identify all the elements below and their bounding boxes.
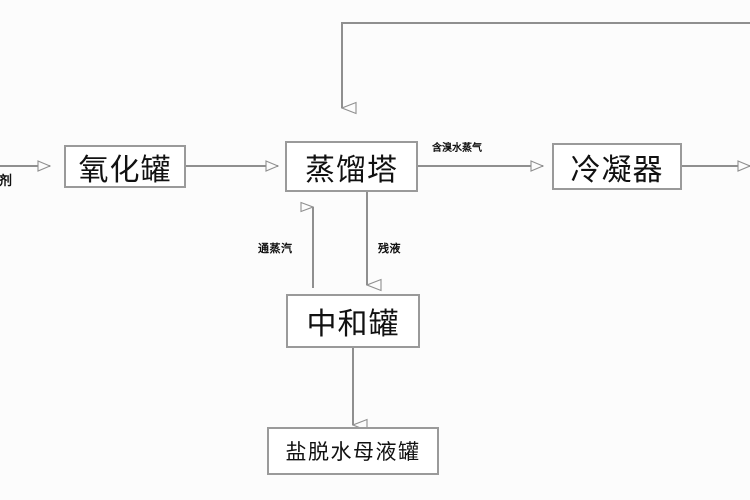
node-neutralization-tank[interactable]: 中和罐 [286,294,420,348]
inlet-clipped-label: 化剂 [0,174,13,189]
node-oxidation-tank[interactable]: 氧化罐 [64,145,186,188]
edge-label-bromine-water-vapor: 含溴水蒸气 [432,143,482,154]
node-neutralization-tank-label: 中和罐 [306,307,400,342]
edge-label-steam-supply: 通蒸汽 [258,242,293,255]
node-distillation-tower[interactable]: 蒸馏塔 [285,141,418,192]
node-salt-dehydration-mother-liquor-tank-label: 盐脱水母液罐 [285,440,421,464]
node-condenser-label: 冷凝器 [570,152,664,188]
node-condenser[interactable]: 冷凝器 [552,143,682,190]
node-distillation-tower-label: 蒸馏塔 [305,152,398,188]
edge-recycle-return-to-distillation [341,22,750,108]
node-salt-dehydration-mother-liquor-tank[interactable]: 盐脱水母液罐 [267,427,439,475]
node-oxidation-tank-label: 氧化罐 [78,152,172,188]
edge-label-residual-liquid: 残液 [378,242,401,255]
